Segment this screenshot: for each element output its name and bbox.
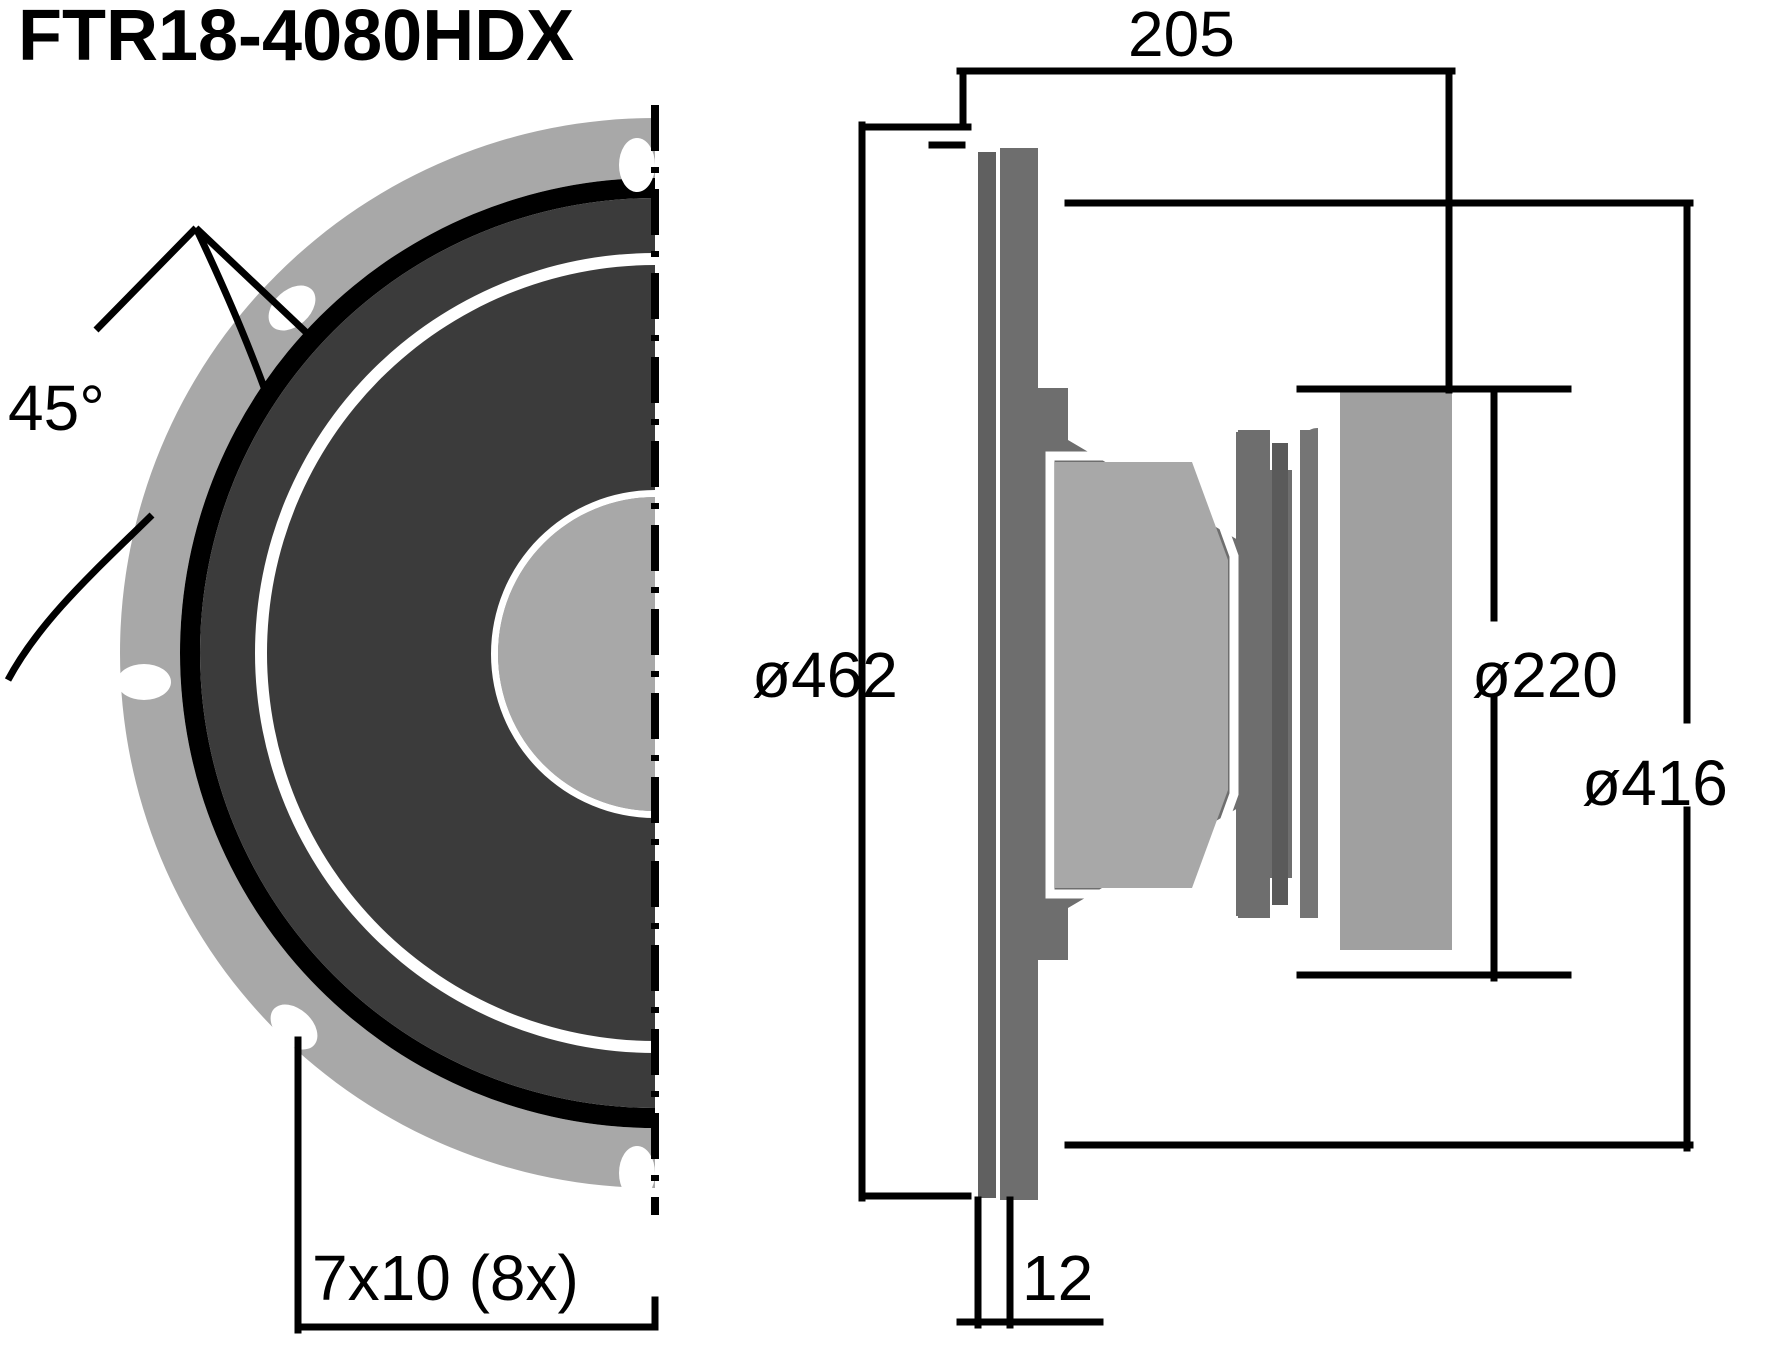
- side-voice-coil-cap: [1300, 428, 1318, 455]
- basket-diameter-label-416: ø416: [1582, 747, 1728, 819]
- front-view: 45° 7x10 (8x): [4, 105, 659, 1334]
- depth-label-205: 205: [1128, 0, 1235, 70]
- mounting-hole-slot: [619, 1146, 655, 1200]
- side-section-view: 205 ø462 ø220: [752, 0, 1728, 1329]
- side-cone-cavity-outline: [1045, 451, 1239, 899]
- front-flange-ring: [120, 118, 655, 1188]
- front-dust-cap: [491, 490, 655, 818]
- dimension-416: ø416: [1064, 199, 1728, 1152]
- side-basket-rim: [1000, 148, 1038, 1200]
- magnet-diameter-label-220: ø220: [1472, 639, 1618, 711]
- mounting-hole-slot: [117, 664, 171, 700]
- mounting-hole-slot: [268, 285, 316, 331]
- side-magnet-top-plate: [1340, 390, 1452, 420]
- side-mounting-flange-plate: [978, 152, 996, 1198]
- side-magnet-block: [1340, 390, 1452, 950]
- side-voice-coil-former: [1272, 443, 1288, 905]
- dimension-205: 205: [956, 0, 1456, 394]
- angle-annotation-45: 45°: [4, 225, 313, 682]
- side-cone-cavity: [1055, 462, 1228, 888]
- mounting-hole-slot: [619, 138, 655, 192]
- front-mounting-holes: [117, 138, 655, 1200]
- mounting-hole-dimension: 7x10 (8x): [294, 1036, 659, 1334]
- dimension-220: ø220: [1296, 385, 1618, 982]
- angle-label-45: 45°: [8, 372, 105, 444]
- flange-thickness-label-12: 12: [1022, 1242, 1093, 1314]
- dimension-462: ø462: [752, 121, 972, 1202]
- dimension-12: 12: [956, 1196, 1104, 1329]
- mounting-hole-slot: [270, 1004, 318, 1050]
- outer-diameter-label-462: ø462: [752, 639, 898, 711]
- page-title: FTR18-4080HDX: [18, 0, 574, 76]
- side-voice-coil: [1300, 430, 1318, 918]
- mounting-hole-label: 7x10 (8x): [312, 1242, 579, 1314]
- front-cone: [200, 198, 655, 1108]
